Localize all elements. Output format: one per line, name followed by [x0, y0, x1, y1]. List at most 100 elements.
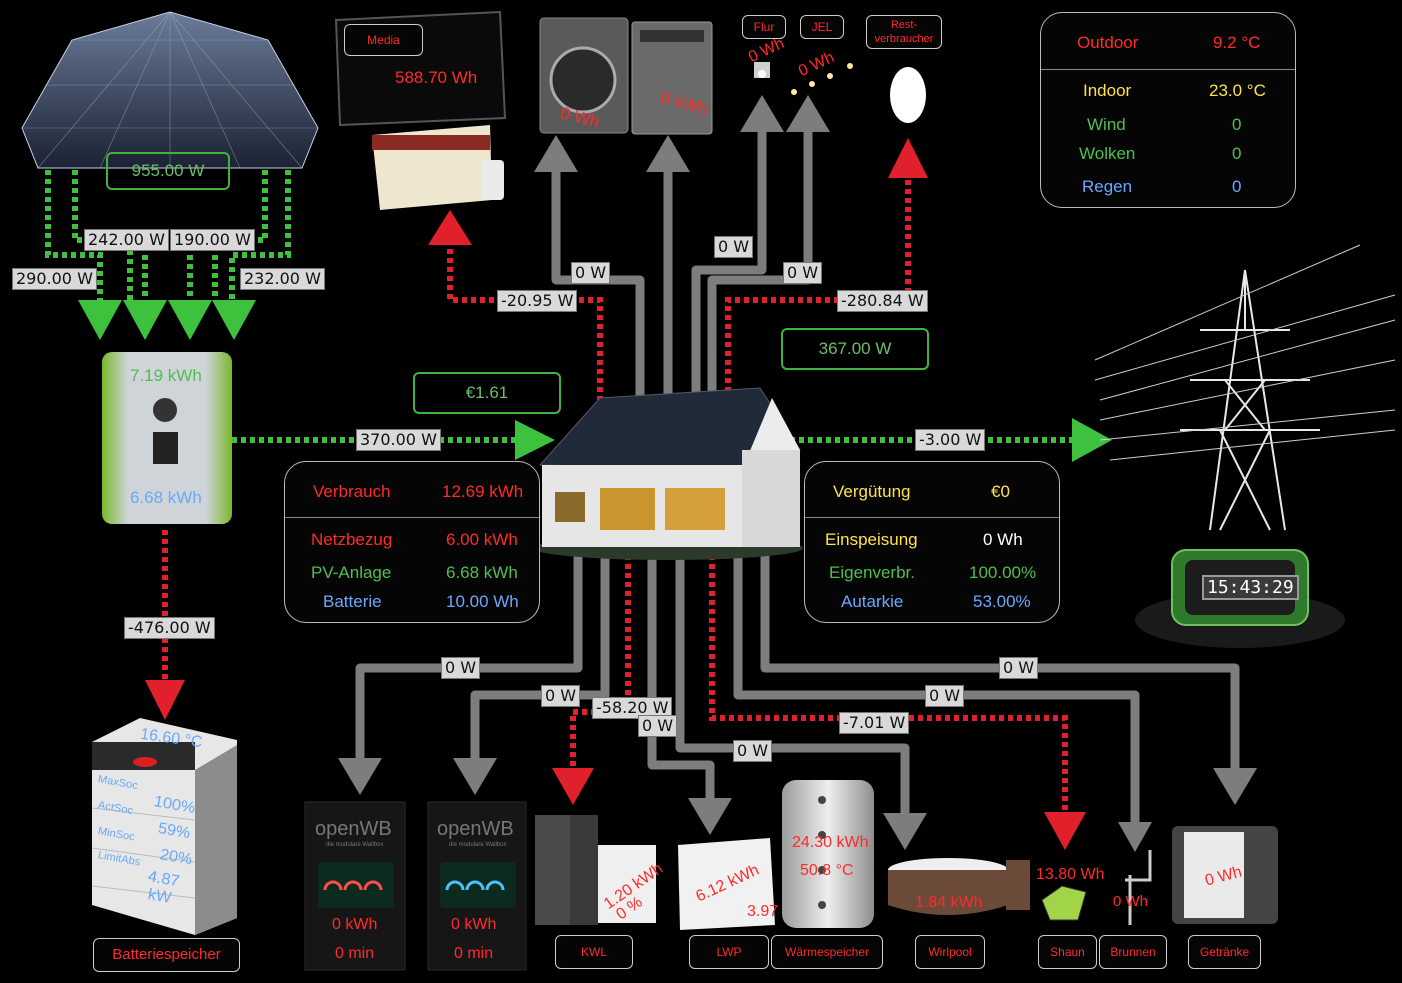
indoor-label: Indoor: [1083, 81, 1132, 100]
feedin-panel: Vergütung €0 Einspeisung 0 Wh Eigenverbr. 1…: [804, 461, 1060, 623]
rest-label-box[interactable]: Rest- verbraucher: [866, 15, 942, 49]
grid-clock: 15:43:29: [1202, 575, 1299, 600]
einspeisung-value: 0 Wh: [983, 530, 1023, 549]
heatpump-image: [678, 838, 775, 930]
jel-lights-icon: [791, 63, 853, 95]
brunnen-label: Brunnen: [1110, 945, 1156, 959]
pool-flow: 0 W: [925, 685, 965, 707]
lwp-label: LWP: [716, 945, 742, 959]
center-power-value: 367.00 W: [818, 339, 892, 358]
eigenverbrauch-label: Eigenverbr.: [829, 563, 915, 582]
maxsoc-value: 100%: [154, 793, 195, 818]
inverter-image: [102, 352, 232, 524]
limit-label: LimitAbs: [98, 849, 141, 869]
netzbezug-label: Netzbezug: [311, 530, 393, 549]
minsoc-label: MinSoc: [98, 825, 135, 844]
inverter-bottom-value: 6.68 kWh: [130, 488, 202, 507]
kwl-image: [535, 815, 656, 925]
waermespeicher-temp: 50.8 °C: [800, 862, 854, 879]
power-tower-image: [1094, 244, 1396, 531]
rest-label-1: Rest-: [890, 19, 918, 31]
whirlpool-label: Wirlpool: [928, 945, 972, 959]
jel-label-box[interactable]: JEL: [800, 15, 844, 39]
autarkie-label: Autarkie: [841, 592, 904, 611]
wind-value: 0: [1232, 115, 1242, 134]
verbrauch-label: Verbrauch: [313, 482, 391, 501]
flur-label-box[interactable]: Flur: [742, 15, 786, 39]
shaun-flow: -7.01 W: [839, 712, 910, 734]
shaun-value: 13.80 Wh: [1036, 866, 1105, 883]
inverter-house-flow: 370.00 W: [356, 429, 441, 451]
wallbox-2-sub: die modulare Wallbox: [449, 842, 507, 848]
cost-value: €1.61: [465, 383, 509, 402]
consumption-panel: Verbrauch 12.69 kWh Netzbezug 6.00 kWh PV-…: [284, 461, 540, 623]
einspeisung-label: Einspeisung: [825, 530, 918, 549]
pv-string-1-flow: 290.00 W: [12, 268, 97, 290]
wallbox-1-flow: 0 W: [441, 657, 481, 679]
wallbox-1-brand: openWB: [315, 818, 392, 840]
jel-label: JEL: [811, 20, 833, 34]
media-label-box[interactable]: Media: [344, 24, 423, 56]
battery-image: [91, 718, 237, 935]
wallbox-2-time: 0 min: [454, 945, 494, 962]
wallbox-2-image: [427, 801, 527, 971]
getraenke-label-box[interactable]: Getränke: [1188, 935, 1261, 969]
wallbox-2-brand: openWB: [437, 818, 514, 840]
flur-lamp-icon: [754, 62, 770, 78]
rain-label: Regen: [1082, 177, 1133, 196]
wallbox-2-energy: 0 kWh: [451, 916, 497, 933]
washing-machine-image: [539, 17, 629, 134]
battery-flow: -476.00 W: [124, 617, 215, 639]
whirlpool-value: 1.84 kWh: [915, 894, 983, 911]
battery-name-box[interactable]: Batteriespeicher: [93, 938, 240, 972]
eigenverbrauch-value: 100.00%: [969, 563, 1037, 582]
kwl-label: KWL: [580, 945, 607, 959]
wind-label: Wind: [1087, 115, 1126, 134]
kwl-flow: -58.20 W: [592, 697, 673, 719]
lwp-cop: 3.97: [747, 903, 779, 920]
pump-image: [1125, 850, 1152, 925]
pv-string-2-flow: 242.00 W: [84, 229, 169, 251]
pv-string-3-flow: 190.00 W: [170, 229, 255, 251]
pv-anlage-label: PV-Anlage: [311, 563, 392, 582]
verguetung-value: €0: [991, 482, 1010, 501]
outdoor-label: Outdoor: [1077, 33, 1139, 52]
jel-flow: 0 W: [783, 262, 823, 284]
cost-box: €1.61: [413, 372, 561, 414]
pv-anlage-value: 6.68 kWh: [446, 563, 518, 582]
wallbox-1-energy: 0 kWh: [332, 916, 378, 933]
indoor-value: 23.0 °C: [1209, 81, 1266, 100]
dishwasher-image: [631, 21, 713, 135]
kwl-label-box[interactable]: KWL: [555, 935, 633, 969]
whirlpool-label-box[interactable]: Wirlpool: [915, 935, 985, 969]
waermespeicher-flow: 0 W: [733, 740, 773, 762]
verguetung-label: Vergütung: [833, 482, 911, 501]
lwp-label-box[interactable]: LWP: [689, 935, 769, 969]
fridge-image: [1172, 826, 1278, 924]
storage-tank-image: [782, 780, 874, 928]
wallbox-1-time: 0 min: [335, 945, 375, 962]
outdoor-value: 9.2 °C: [1213, 33, 1261, 52]
brunnen-label-box[interactable]: Brunnen: [1099, 935, 1167, 969]
house-image: [533, 387, 803, 560]
battery-soc-list: MaxSoc 100% ActSoc 59% MinSoc 20% LimitA…: [96, 771, 200, 907]
rest-flow: -280.84 W: [837, 290, 928, 312]
autarkie-value: 53.00%: [973, 592, 1031, 611]
waermespeicher-value: 24.30 kWh: [792, 834, 869, 851]
actsoc-label: ActSoc: [98, 799, 133, 818]
batterie-label: Batterie: [323, 592, 382, 611]
wallbox-1-sub: die modulare Wallbox: [326, 842, 384, 848]
brunnen-value: 0 Wh: [1113, 893, 1149, 910]
shaun-label: Shaun: [1050, 945, 1085, 959]
battery-name: Batteriespeicher: [112, 946, 221, 963]
appliance-flow: 0 W: [571, 262, 611, 284]
shaun-label-box[interactable]: Shaun: [1038, 935, 1097, 969]
verbrauch-value: 12.69 kWh: [442, 482, 524, 501]
netzbezug-value: 6.00 kWh: [446, 530, 518, 549]
waermespeicher-label-box[interactable]: Wärmespeicher: [771, 935, 883, 969]
getraenke-label: Getränke: [1199, 945, 1250, 959]
media-flow: -20.95 W: [497, 290, 578, 312]
media-label: Media: [367, 33, 400, 47]
